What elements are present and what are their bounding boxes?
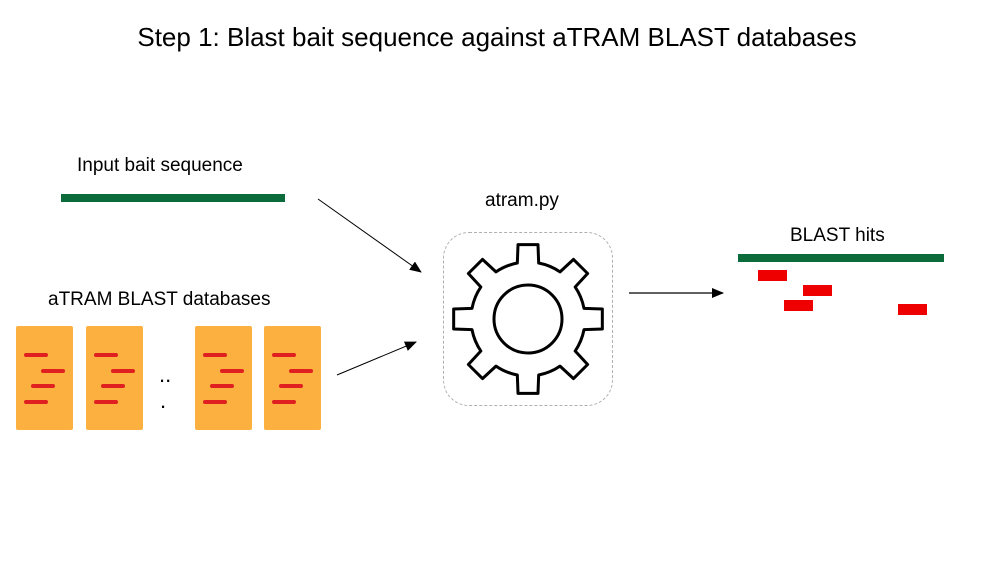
- blast-hit: [898, 304, 927, 315]
- input-bait-label: Input bait sequence: [77, 155, 243, 176]
- database-entry: [272, 353, 296, 357]
- database-entry: [94, 400, 118, 404]
- ellipsis-dots: ..: [159, 362, 172, 387]
- database-entry: [24, 400, 48, 404]
- database-entry: [203, 400, 227, 404]
- database-entry: [203, 353, 227, 357]
- database-entry: [101, 384, 125, 388]
- arrow-bait-to-tool: [317, 198, 422, 273]
- blast-hit: [784, 300, 813, 311]
- database-entry: [31, 384, 55, 388]
- database-card: [264, 326, 321, 430]
- database-entry: [94, 353, 118, 357]
- ellipsis-dot: .: [160, 388, 167, 413]
- blast-hits-label: BLAST hits: [790, 225, 885, 246]
- blast-hit: [803, 285, 832, 296]
- database-entry: [279, 384, 303, 388]
- tool-box: [443, 232, 613, 406]
- database-entry: [289, 369, 313, 373]
- tool-label: atram.py: [485, 190, 559, 211]
- database-entry: [220, 369, 244, 373]
- database-entry: [24, 353, 48, 357]
- diagram-title: Step 1: Blast bait sequence against aTRA…: [137, 22, 857, 52]
- database-entry: [41, 369, 65, 373]
- database-entry: [111, 369, 135, 373]
- gear-icon: [451, 242, 604, 395]
- database-card: [86, 326, 143, 430]
- database-entry: [210, 384, 234, 388]
- database-entry: [272, 400, 296, 404]
- database-card: [195, 326, 252, 430]
- blast-hit: [758, 270, 787, 281]
- hits-reference-bar: [738, 254, 944, 262]
- database-card: [16, 326, 73, 430]
- databases-label: aTRAM BLAST databases: [48, 289, 271, 310]
- bait-sequence-bar: [61, 194, 285, 202]
- arrow-databases-to-tool: [336, 341, 417, 376]
